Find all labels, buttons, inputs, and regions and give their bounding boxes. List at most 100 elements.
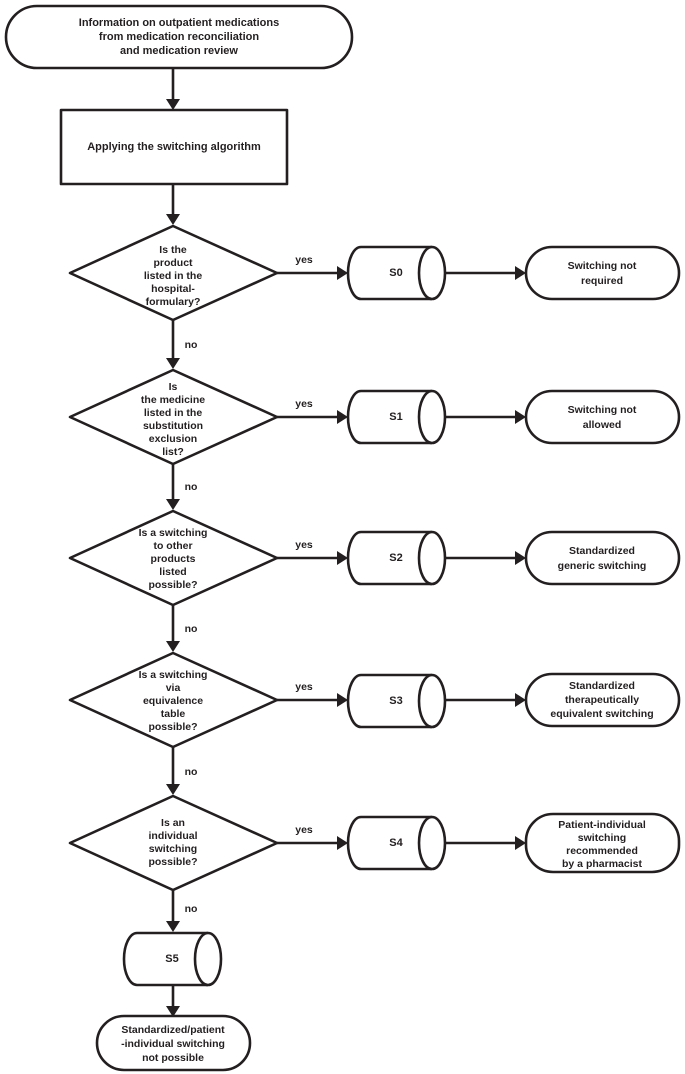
d2-line-2: to other — [153, 540, 192, 552]
arrowhead-icon — [166, 784, 180, 795]
o4-line-4: by a pharmacist — [562, 858, 642, 870]
arrowhead-icon — [337, 693, 348, 707]
s2-label: S2 — [389, 552, 402, 564]
arrowhead-icon — [166, 499, 180, 510]
edge-s5-to-o5 — [166, 985, 180, 1017]
s4-cap — [417, 815, 433, 871]
o3-line-3: equivalent switching — [550, 708, 653, 720]
d1-line-3: listed in the — [144, 407, 203, 419]
d2-line-1: Is a switching — [139, 527, 208, 539]
d4-yes-label: yes — [295, 824, 313, 836]
edge-s0-to-o0 — [446, 266, 526, 280]
edge-d4-yes: yes — [277, 824, 348, 850]
o5-line-1: Standardized/patient — [121, 1024, 225, 1036]
arrowhead-icon — [337, 410, 348, 424]
d3-no-label: no — [185, 766, 198, 778]
start-line-3: and medication review — [120, 45, 238, 57]
o0-line-1: Switching not — [568, 260, 637, 272]
d0-line-4: hospital- — [151, 283, 195, 295]
node-state-s0: S0 — [346, 245, 447, 301]
o0-line-2: required — [581, 275, 623, 287]
d1-no-label: no — [185, 481, 198, 493]
start-line-2: from medication reconciliation — [99, 31, 259, 43]
arrowhead-icon — [515, 410, 526, 424]
edge-d2-yes: yes — [277, 539, 348, 565]
d3-line-1: Is a switching — [139, 669, 208, 681]
start-shape — [4, 4, 354, 70]
process-label: Applying the switching algorithm — [87, 141, 261, 153]
s1-label: S1 — [389, 411, 402, 423]
d0-no-label: no — [185, 339, 198, 351]
d3-line-3: equivalence — [143, 695, 203, 707]
o5-line-2: -individual switching — [121, 1038, 225, 1050]
o0-shape — [524, 245, 681, 301]
d0-line-5: formulary? — [146, 296, 201, 308]
edge-start-to-process — [166, 68, 180, 110]
d4-line-4: possible? — [148, 856, 197, 868]
o1-line-1: Switching not — [568, 404, 637, 416]
arrowhead-icon — [337, 266, 348, 280]
o4-shape — [524, 812, 681, 874]
edge-process-to-d0 — [166, 184, 180, 225]
node-decision-d0: Is the product listed in the hospital- f… — [68, 224, 279, 322]
d4-no-label: no — [185, 903, 198, 915]
d2-no-label: no — [185, 623, 198, 635]
o3-line-2: therapeutically — [565, 694, 639, 706]
edge-d3-yes: yes — [277, 681, 348, 707]
o2-line-1: Standardized — [569, 545, 635, 557]
arrowhead-icon — [166, 1006, 180, 1017]
o5-shape — [95, 1014, 252, 1072]
node-outcome-o1: Switching not allowed — [524, 389, 681, 445]
s0-cap — [417, 245, 433, 301]
node-decision-d3: Is a switching via equivalence table pos… — [68, 651, 279, 749]
arrowhead-icon — [515, 266, 526, 280]
node-outcome-o5: Standardized/patient -individual switchi… — [95, 1014, 252, 1072]
d1-line-1: Is — [169, 381, 178, 393]
edge-d0-yes: yes — [277, 254, 348, 280]
s2-cap — [417, 530, 433, 586]
d3-line-2: via — [166, 682, 181, 694]
edge-d0-no: no — [166, 320, 197, 369]
node-decision-d4: Is an individual switching possible? — [68, 794, 279, 892]
edge-s3-to-o3 — [446, 693, 526, 707]
o1-line-2: allowed — [583, 419, 622, 431]
o4-line-3: recommended — [566, 845, 638, 857]
s4-label: S4 — [389, 837, 403, 849]
s5-label: S5 — [165, 953, 178, 965]
node-outcome-o3: Standardized therapeutically equivalent … — [524, 672, 681, 728]
s3-label: S3 — [389, 695, 402, 707]
d4-line-1: Is an — [161, 817, 185, 829]
d3-line-5: possible? — [148, 721, 197, 733]
edge-d4-no: no — [166, 890, 197, 932]
s3-cap — [417, 673, 433, 729]
node-state-s1: S1 — [346, 389, 447, 445]
edge-d2-no: no — [166, 605, 197, 652]
edge-s1-to-o1 — [446, 410, 526, 424]
arrowhead-icon — [166, 99, 180, 110]
edge-d3-no: no — [166, 747, 197, 795]
arrowhead-icon — [337, 551, 348, 565]
process-shape — [59, 108, 289, 186]
node-outcome-o4: Patient-individual switching recommended… — [524, 812, 681, 874]
d2-line-5: possible? — [148, 579, 197, 591]
arrowhead-icon — [166, 921, 180, 932]
arrowhead-icon — [166, 641, 180, 652]
d2-line-4: listed — [159, 566, 186, 578]
d2-line-3: products — [151, 553, 196, 565]
d0-yes-label: yes — [295, 254, 313, 266]
node-state-s3: S3 — [346, 673, 447, 729]
arrowhead-icon — [166, 214, 180, 225]
start-line-1: Information on outpatient medications — [79, 17, 279, 29]
d1-line-2: the medicine — [141, 394, 205, 406]
edge-s4-to-o4 — [446, 836, 526, 850]
o4-line-2: switching — [578, 832, 626, 844]
o1-shape — [524, 389, 681, 445]
d1-yes-label: yes — [295, 398, 313, 410]
arrowhead-icon — [515, 551, 526, 565]
arrowhead-icon — [166, 358, 180, 369]
arrowhead-icon — [337, 836, 348, 850]
node-state-s2: S2 — [346, 530, 447, 586]
node-decision-d1: Is the medicine listed in the substituti… — [68, 368, 279, 466]
